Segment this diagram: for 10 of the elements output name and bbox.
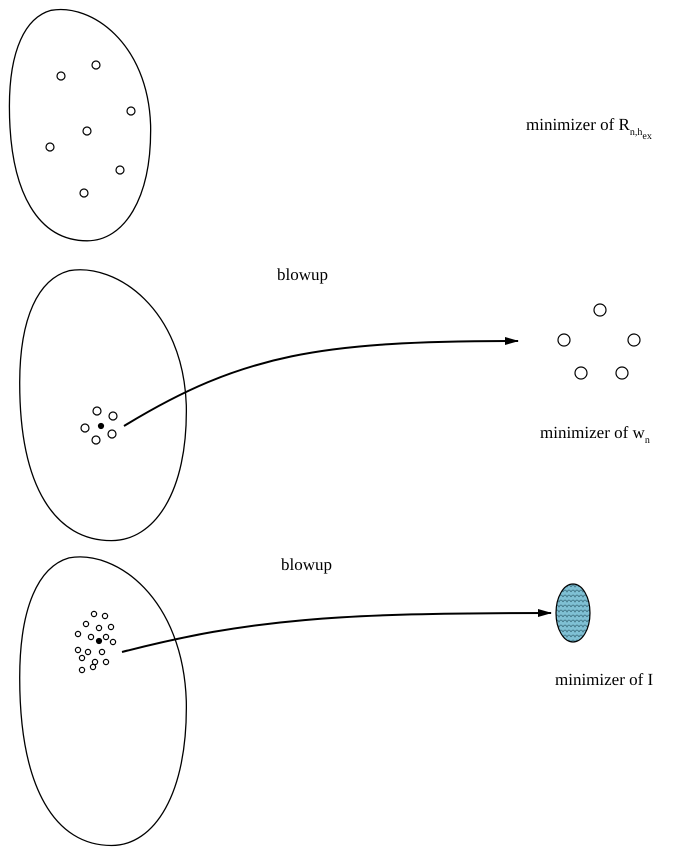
domain-drawing: [18, 268, 188, 542]
edge-label: blowup: [281, 555, 332, 575]
caption-text: minimizer of I: [555, 670, 654, 690]
domain-drawing: [18, 555, 188, 847]
edge-label: blowup: [277, 265, 328, 285]
arrow: [124, 337, 519, 427]
arrow: [122, 609, 552, 653]
caption-text: minimizer of w$_{n}$: [540, 423, 650, 446]
filled-ellipse: [555, 583, 591, 643]
domain-drawing: [8, 8, 152, 242]
